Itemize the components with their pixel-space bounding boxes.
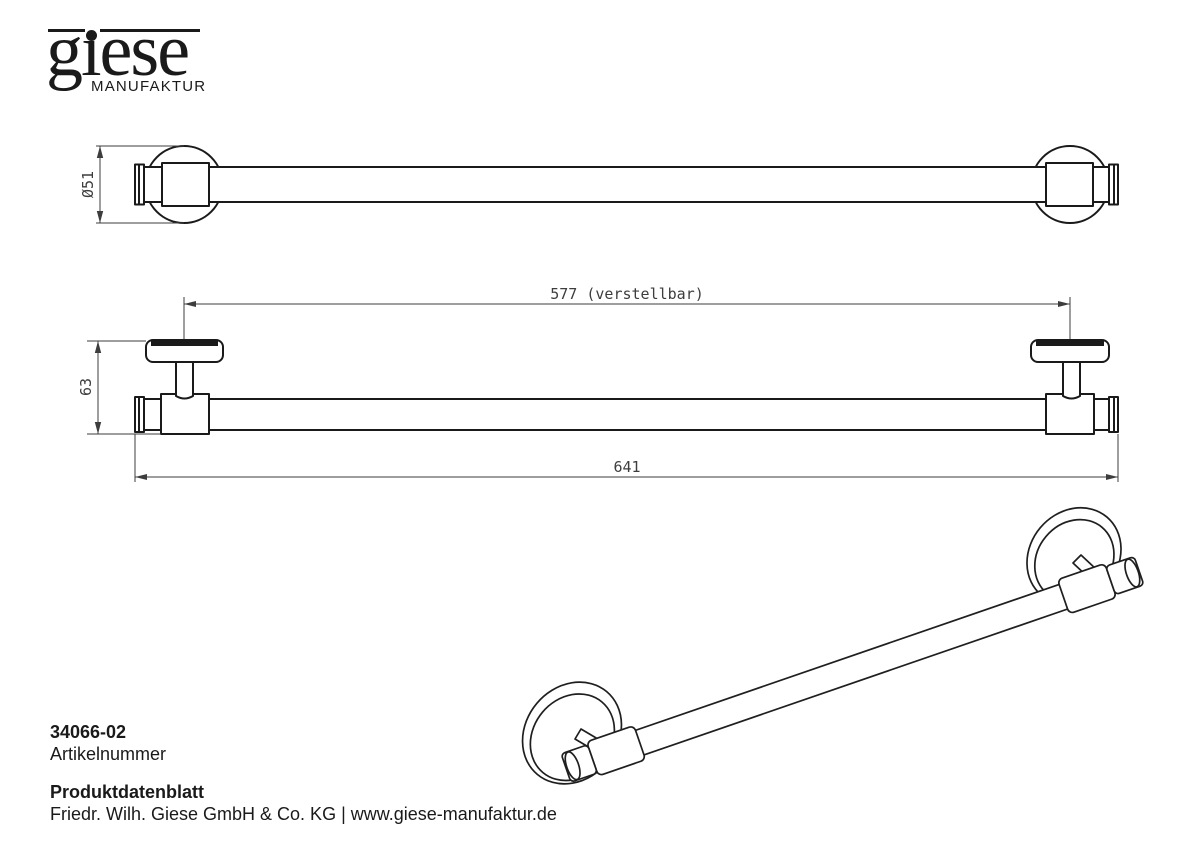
overall-length-label: 641: [613, 458, 640, 476]
logo-overline-right: [100, 29, 200, 32]
depth-dimension: 63: [77, 340, 161, 435]
document-info-block: Produktdatenblatt Friedr. Wilh. Giese Gm…: [50, 781, 557, 825]
front-view: [134, 145, 1119, 224]
overall-length-dimension: 641: [134, 434, 1119, 482]
brand-subtitle: MANUFAKTUR: [91, 78, 207, 95]
document-type: Produktdatenblatt: [50, 782, 205, 802]
diameter-dimension: Ø51: [79, 145, 184, 224]
company-info: Friedr. Wilh. Giese GmbH & Co. KG | www.…: [50, 804, 557, 824]
adjustable-width-label: 577 (verstellbar): [550, 285, 704, 303]
article-number-label: Artikelnummer: [50, 744, 167, 764]
plan-view: [134, 339, 1119, 435]
diameter-dimension-label: Ø51: [79, 171, 97, 198]
perspective-view: [521, 506, 1144, 785]
article-number-block: 34066-02 Artikelnummer: [50, 721, 166, 765]
article-number: 34066-02: [50, 722, 127, 742]
logo-overline-left: [48, 29, 85, 32]
adjustable-width-dimension: 577 (verstellbar): [183, 285, 1071, 339]
depth-dimension-label: 63: [77, 378, 95, 396]
logo-i-dot: [86, 30, 97, 41]
brand-wordmark: gıese: [46, 10, 190, 92]
